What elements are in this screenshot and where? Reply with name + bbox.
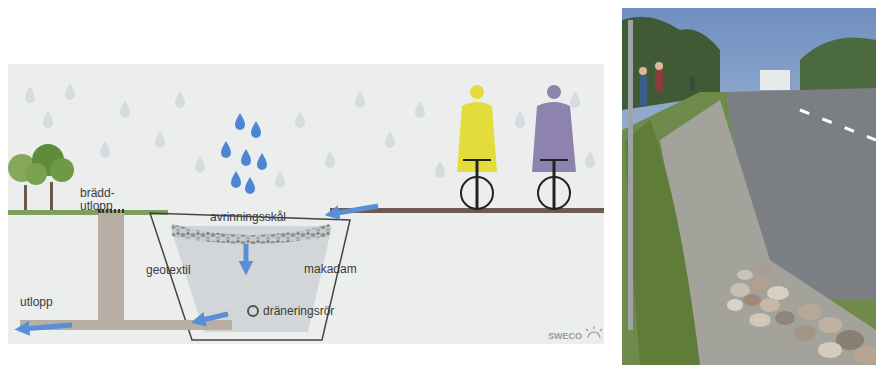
cyclist-purple [532, 85, 576, 210]
logo-sun [586, 326, 602, 338]
lamp-post [628, 20, 633, 330]
outlet-label: utlopp [20, 296, 80, 309]
drainage-pipe-label: dräneringsrör [263, 305, 363, 318]
overflow-shaft [98, 213, 124, 329]
overflow-outlet-label: brädd- utlopp [80, 187, 124, 213]
drainage-pipe [248, 306, 258, 316]
pedestrians [639, 62, 695, 105]
geotextile-label: geotextil [146, 264, 216, 277]
photo [622, 8, 876, 365]
grass-strip [622, 92, 876, 365]
rain-drops [221, 113, 267, 194]
runoff-bowl-label: avrinningsskål [210, 211, 320, 224]
trees [8, 144, 74, 213]
cyclist-yellow [457, 85, 497, 210]
panel-background [8, 64, 604, 344]
faint-rain [25, 83, 595, 188]
stone-pile [727, 265, 876, 364]
flow-arrows [22, 206, 378, 329]
section-illustration [8, 64, 604, 344]
watermark: SWECO [548, 330, 588, 343]
runoff-bowl [172, 224, 330, 244]
macadam-label: makadam [304, 263, 374, 276]
